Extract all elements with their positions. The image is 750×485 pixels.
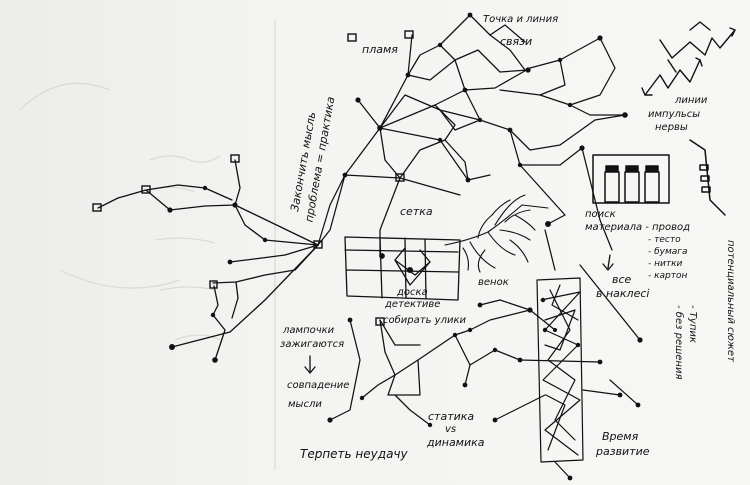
label-potencialny: потенциальный сюжет (725, 240, 736, 363)
label-setka: сетка (400, 205, 433, 218)
label-nervy: нервы (655, 122, 688, 133)
label-vse-1: все (612, 273, 632, 286)
label-tupik-1: - Тупик (687, 305, 698, 343)
label-venok: венок (478, 277, 509, 288)
label-poisk-2: материала - провод (585, 222, 690, 233)
label-doska-1: доска (396, 287, 428, 298)
network-column (494, 277, 621, 479)
label-doska-2: детективе (384, 299, 440, 310)
arrow-down (304, 355, 316, 374)
tree-sketch (444, 194, 551, 273)
label-lampochki-1: лампочки (282, 325, 335, 336)
label-mysli: мысли (288, 399, 322, 410)
label-poisk-1: поиск (585, 209, 616, 220)
label-lampochki-2: зажигаются (280, 339, 344, 350)
label-statika-vs: vs (445, 424, 456, 435)
left-constellation-nodes (92, 154, 323, 363)
label-impulsy: импульсы (648, 109, 700, 120)
label-statika-2: динамика (426, 436, 485, 449)
central-web (317, 14, 626, 256)
zigzag-arrows (641, 21, 736, 96)
label-material-2: - бумага (648, 247, 688, 257)
grid-box (344, 236, 461, 301)
label-linii: линии (674, 95, 708, 106)
label-statika: статика (428, 410, 474, 423)
label-vremya-1: Время (602, 430, 639, 443)
central-web-nodes (342, 12, 628, 183)
label-material-3: - нитки (648, 259, 683, 269)
label-material-1: - тесто (648, 235, 681, 245)
lower-network-nodes (327, 302, 533, 428)
label-svyazi: связи (500, 35, 532, 48)
label-vremya-2: развитие (595, 445, 650, 458)
label-terpet: Терпеть неудачу (300, 447, 409, 461)
label-tochka-i-liniya: Точка и линия (483, 14, 558, 25)
right-connectors (519, 147, 641, 406)
show-through-marks (19, 20, 276, 470)
label-vse-2: в наклесі (596, 287, 649, 300)
label-tupik-2: - без решения (673, 305, 685, 379)
network-column-nodes (492, 297, 643, 481)
label-sovpadenie: совпадение (287, 380, 349, 391)
label-material-4: - картон (648, 271, 688, 281)
label-plamya: пламя (362, 43, 398, 56)
frame-sketch (592, 139, 726, 216)
arrow-vse (602, 254, 614, 271)
label-doska-3: собирать улики (383, 314, 467, 326)
